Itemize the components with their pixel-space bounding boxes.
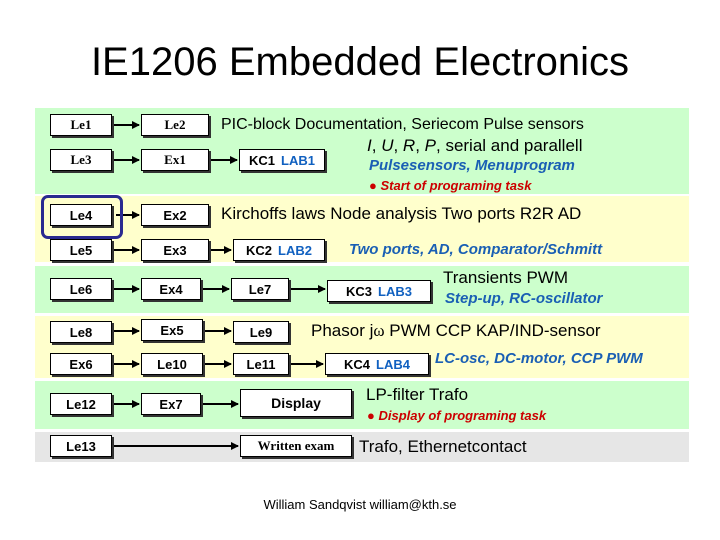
lab1-label: LAB1 (281, 152, 315, 168)
node-kc4: KC4 LAB4 (325, 353, 429, 375)
band2-line1: Kirchoffs laws Node analysis Two ports R… (221, 204, 582, 223)
node-le10: Le10 (141, 353, 203, 375)
node-le2: Le2 (141, 114, 209, 136)
node-ex6: Ex6 (50, 353, 112, 375)
node-kc2: KC2 LAB2 (233, 239, 325, 261)
node-le13: Le13 (50, 435, 112, 457)
band1-line2: I, U, R, P, serial and parallell (367, 136, 583, 155)
node-ex1: Ex1 (141, 149, 209, 171)
band1-bullet-text: Start of programing task (380, 178, 532, 193)
band1-line1: PIC-block Documentation, Seriecom Pulse … (221, 116, 584, 133)
kc2-label: KC2 (246, 242, 273, 258)
node-ex7: Ex7 (141, 393, 201, 415)
node-le5: Le5 (50, 239, 112, 261)
node-display: Display (240, 389, 352, 417)
var-p: P (424, 136, 436, 155)
band4-phasor: Phasor j (311, 321, 374, 340)
band4-line2: LC-osc, DC-motor, CCP PWM (435, 350, 643, 367)
band6-line1: Trafo, Ethernetcontact (359, 437, 527, 456)
node-written-exam: Written exam (240, 435, 352, 457)
bullet-icon: ● (369, 178, 377, 193)
var-i: I (367, 136, 372, 155)
bullet-icon: ● (367, 408, 375, 423)
node-kc1: KC1 LAB1 (239, 149, 325, 171)
band1-line3: Pulsesensors, Menuprogram (369, 157, 575, 174)
node-le8: Le8 (50, 321, 112, 343)
band1-bullet: ● Start of programing task (369, 178, 531, 193)
kc4-label: KC4 (344, 356, 371, 372)
lab3-label: LAB3 (378, 283, 412, 299)
footer: William Sandqvist william@kth.se (263, 497, 457, 512)
node-le12: Le12 (50, 393, 112, 415)
band4-line1: Phasor jω PWM CCP KAP/IND-sensor (311, 321, 601, 341)
band5-bullet: ● Display of programing task (367, 408, 546, 423)
page-title: IE1206 Embedded Electronics (90, 40, 630, 84)
var-u: U (381, 136, 394, 155)
node-le9: Le9 (233, 321, 289, 343)
node-le3: Le3 (50, 149, 112, 171)
node-le6: Le6 (50, 278, 112, 300)
band5-line1: LP-filter Trafo (366, 385, 469, 404)
band5-bullet-text: Display of programing task (378, 408, 547, 423)
band1-line2-rest: , serial and parallell (436, 136, 583, 155)
node-le11: Le11 (233, 353, 289, 375)
omega-symbol: ω (373, 321, 385, 340)
kc1-label: KC1 (249, 152, 276, 168)
band2-line2: Two ports, AD, Comparator/Schmitt (349, 241, 603, 258)
node-ex4: Ex4 (141, 278, 201, 300)
band3-line1: Transients PWM (443, 268, 569, 287)
band4-line1-rest: PWM CCP KAP/IND-sensor (384, 321, 601, 340)
lab4-label: LAB4 (376, 356, 410, 372)
kc3-label: KC3 (346, 283, 373, 299)
node-le4: Le4 (50, 204, 112, 226)
le4-highlight (41, 195, 123, 239)
node-ex3: Ex3 (141, 239, 209, 261)
node-kc3: KC3 LAB3 (327, 280, 431, 302)
node-ex5: Ex5 (141, 319, 203, 341)
node-ex2: Ex2 (141, 204, 209, 226)
band3-line2: Step-up, RC-oscillator (445, 290, 603, 307)
node-le1: Le1 (50, 114, 112, 136)
node-le7: Le7 (231, 278, 289, 300)
var-r: R (402, 136, 416, 155)
lab2-label: LAB2 (278, 242, 312, 258)
